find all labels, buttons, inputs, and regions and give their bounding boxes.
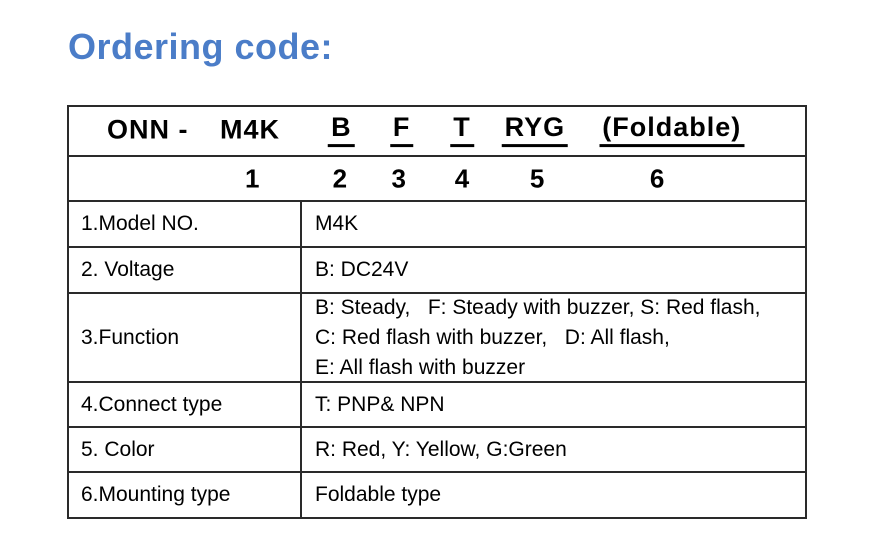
code-part-model: M4K xyxy=(220,114,281,145)
row-value-voltage: B: DC24V xyxy=(315,258,409,281)
ordering-code-table: ONN - M4K B F T RYG (Foldable) 1 2 3 4 5… xyxy=(67,105,807,519)
row-value-connect-type: T: PNP& NPN xyxy=(315,392,445,416)
code-part-function: F xyxy=(389,112,414,148)
code-header-row: ONN - M4K B F T RYG (Foldable) xyxy=(69,107,805,155)
row-value-function-line-2: C: Red flash with buzzer, D: All flash, xyxy=(315,325,670,349)
row-value-cell: M4K xyxy=(300,202,805,246)
row-label-model-no: 1.Model NO. xyxy=(81,212,199,235)
code-prefix: ONN - xyxy=(107,114,189,145)
table-row-color: 5. Color R: Red, Y: Yellow, G:Green xyxy=(69,426,805,471)
row-value-cell: Foldable type xyxy=(300,473,805,517)
table-row-connect-type: 4.Connect type T: PNP& NPN xyxy=(69,381,805,426)
code-number-1: 1 xyxy=(245,163,260,193)
code-part-color: RYG xyxy=(501,112,569,148)
code-number-6: 6 xyxy=(649,163,665,193)
row-value-cell: B: Steady, F: Steady with buzzer, S: Red… xyxy=(300,294,805,381)
code-number-row: 1 2 3 4 5 6 xyxy=(69,155,805,200)
table-row-model-no: 1.Model NO. M4K xyxy=(69,200,805,246)
row-label-voltage: 2. Voltage xyxy=(81,258,175,281)
code-part-connect-type: T xyxy=(450,112,474,148)
table-row-voltage: 2. Voltage B: DC24V xyxy=(69,246,805,292)
row-value-model-no: M4K xyxy=(315,212,359,235)
page-title: Ordering code: xyxy=(68,26,334,67)
code-number-2: 2 xyxy=(332,163,348,193)
code-part-mounting-type: (Foldable) xyxy=(599,112,745,148)
code-number-3: 3 xyxy=(391,163,406,193)
code-part-voltage: B xyxy=(328,112,355,148)
table-row-mounting-type: 6.Mounting type Foldable type xyxy=(69,471,805,517)
code-number-5: 5 xyxy=(529,163,545,193)
row-value-function-line-1: B: Steady, F: Steady with buzzer, S: Red… xyxy=(315,295,761,319)
row-value-cell: T: PNP& NPN xyxy=(300,383,805,426)
row-value-color: R: Red, Y: Yellow, G:Green xyxy=(315,437,567,461)
row-value-cell: B: DC24V xyxy=(300,248,805,292)
code-number-4: 4 xyxy=(454,163,470,193)
row-label-color: 5. Color xyxy=(81,437,155,461)
table-row-function: 3.Function B: Steady, F: Steady with buz… xyxy=(69,292,805,381)
row-value-function-line-3: E: All flash with buzzer xyxy=(315,355,526,379)
row-value-mounting-type: Foldable type xyxy=(315,483,442,506)
row-label-mounting-type: 6.Mounting type xyxy=(81,483,231,506)
row-label-function: 3.Function xyxy=(81,325,180,349)
row-label-connect-type: 4.Connect type xyxy=(81,392,223,416)
row-value-cell: R: Red, Y: Yellow, G:Green xyxy=(300,428,805,471)
